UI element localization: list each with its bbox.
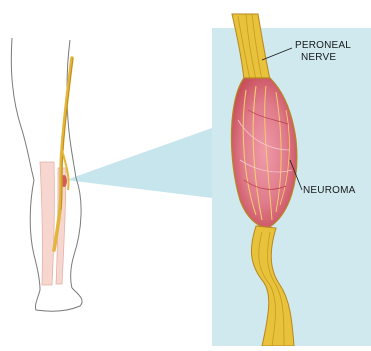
peroneal-nerve-label-line2: NERVE — [295, 52, 351, 64]
tibia — [40, 162, 54, 285]
peroneal-nerve-label-line1: PERONEAL — [295, 40, 351, 52]
leg-drawing — [11, 38, 82, 311]
neuroma-label: NEUROMA — [303, 185, 356, 197]
thigh-outline — [11, 38, 34, 180]
zoom-beam — [66, 128, 212, 198]
foot-outline — [35, 288, 82, 311]
peroneal-nerve-label: PERONEAL NERVE — [295, 40, 351, 64]
calf-outline — [30, 180, 40, 290]
